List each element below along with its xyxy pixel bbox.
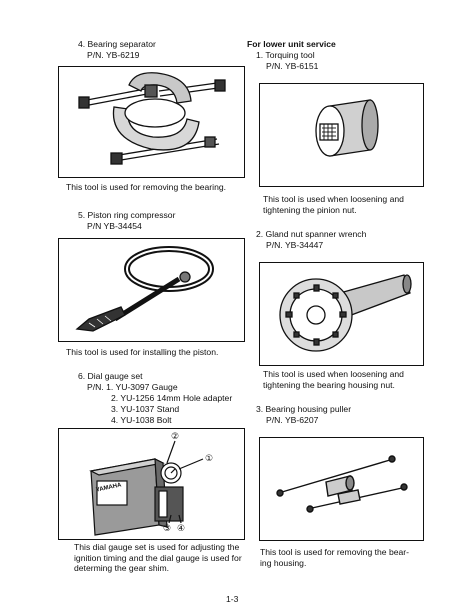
callout-4: ④ <box>177 523 186 533</box>
tool3-heading: 3. Bearing housing puller <box>256 404 352 414</box>
tool6-item-1: P/N. 1. YU-3097 Gauge <box>87 382 178 392</box>
tool3-caption: This tool is used for removing the bear-… <box>260 547 410 568</box>
tool6-caption: This dial gauge set is used for adjustin… <box>74 542 242 574</box>
bearing-separator-illustration <box>78 72 226 165</box>
tool1-caption: This tool is used when loosening and tig… <box>263 194 404 215</box>
piston-ring-compressor-illustration <box>75 246 214 332</box>
torquing-tool-illustration <box>315 99 379 157</box>
tool5-heading: 5. Piston ring compressor <box>78 210 176 220</box>
tool2-figure <box>259 262 424 366</box>
tool5-caption: This tool is used for installing the pis… <box>66 347 219 357</box>
tool5-figure <box>58 238 245 342</box>
gland-nut-spanner-wrench-illustration <box>279 274 412 352</box>
tool3-part-number: P/N. YB-6207 <box>266 415 319 425</box>
tool2-part-number: P/N. YB-34447 <box>266 240 324 250</box>
tool2-caption: This tool is used when loosening and tig… <box>263 369 404 390</box>
tool3-figure <box>259 437 424 541</box>
tool4-heading: 4. Bearing separator <box>78 39 156 49</box>
callout-2: ② <box>171 431 180 441</box>
tool1-part-number: P/N. YB-6151 <box>266 61 319 71</box>
tool5-part-number: P/N YB-34454 <box>87 221 142 231</box>
tool1-figure <box>259 83 424 187</box>
dial-gauge-set-illustration <box>89 440 204 536</box>
bearing-housing-puller-illustration <box>276 455 408 513</box>
tool6-figure: YAMAHA ② ① ③ ④ <box>58 428 245 540</box>
section-title: For lower unit service <box>247 39 336 49</box>
callout-1: ① <box>205 453 214 463</box>
page-number: 1-3 <box>226 594 239 604</box>
tool6-item-4: 4. YU-1038 Bolt <box>111 415 172 425</box>
tool4-caption: This tool is used for removing the beari… <box>66 182 227 192</box>
tool1-heading: 1. Torquing tool <box>256 50 315 60</box>
callout-3: ③ <box>163 523 172 533</box>
tool6-item-3: 3. YU-1037 Stand <box>111 404 180 414</box>
tool6-item-2: 2. YU-1256 14mm Hole adapter <box>111 393 233 403</box>
tool4-figure <box>58 66 245 178</box>
tool2-heading: 2. Gland nut spanner wrench <box>256 229 367 239</box>
tool6-heading: 6. Dial gauge set <box>78 371 143 381</box>
tool4-part-number: P/N. YB-6219 <box>87 50 140 60</box>
